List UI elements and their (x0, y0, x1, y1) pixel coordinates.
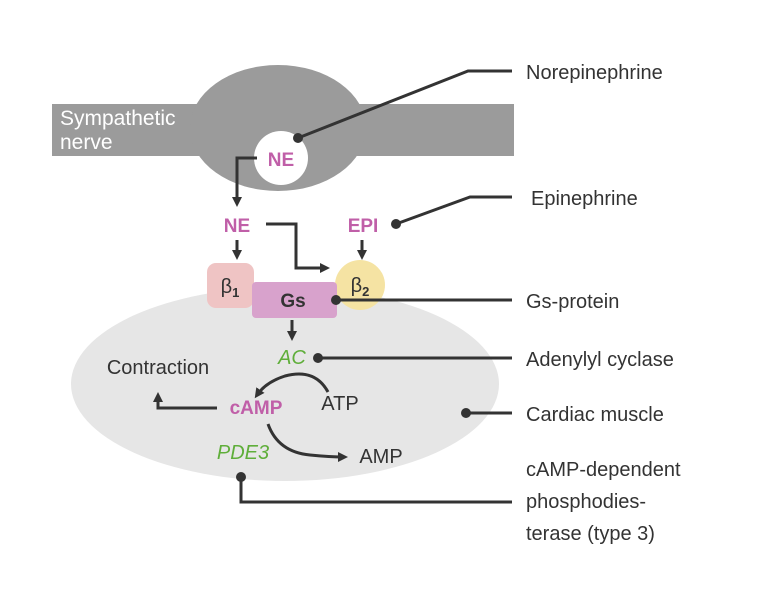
epinephrine-dot (391, 219, 401, 229)
pde-dot (236, 472, 246, 482)
amp-label: AMP (359, 446, 402, 468)
camp-to-amp-arrow (266, 423, 348, 462)
adenylyl-cyclase-dot (313, 353, 323, 363)
norepinephrine-dot (293, 133, 303, 143)
callout-dots (236, 133, 471, 482)
gs-protein-callout: Gs-protein (526, 291, 619, 313)
pde-callout-line2: phosphodies- (526, 491, 646, 513)
beta2-receptor (335, 260, 385, 310)
nerve-label-line1: Sympathetic (60, 107, 176, 130)
ne-to-beta2-arrow (266, 222, 330, 273)
callout-leaders (239, 69, 512, 504)
beta1-receptor (207, 263, 254, 308)
beta2-label: β2 (351, 275, 370, 299)
adenylyl-cyclase-callout: Adenylyl cyclase (526, 349, 674, 371)
gs-label: Gs (280, 291, 305, 312)
norepinephrine-callout: Norepinephrine (526, 62, 663, 84)
cardiac-muscle-callout: Cardiac muscle (526, 404, 664, 426)
ac-label: AC (277, 347, 306, 369)
epi-label: EPI (348, 216, 379, 237)
ne-vesicle (254, 131, 308, 185)
beta1-label: β1 (221, 276, 240, 300)
nerve-terminal (190, 65, 366, 191)
release-arrow (232, 156, 257, 207)
epinephrine-leader (395, 195, 512, 226)
cardiac-muscle-cell (71, 287, 499, 481)
gs-protein (252, 282, 337, 318)
cardiac-muscle-dot (461, 408, 471, 418)
pde-leader (239, 477, 512, 504)
pde-callout-line3: terase (type 3) (526, 523, 655, 545)
camp-label: cAMP (230, 398, 283, 419)
camp-to-contraction-arrow (153, 392, 217, 410)
atp-label: ATP (321, 393, 358, 415)
nerve-label-line2: nerve (60, 131, 113, 154)
vesicle-ne-label: NE (268, 150, 294, 171)
norepinephrine-leader (297, 69, 512, 140)
pde3-label: PDE3 (217, 442, 269, 464)
pde-callout-line1: cAMP-dependent (526, 459, 681, 481)
epinephrine-callout: Epinephrine (531, 188, 638, 210)
ne-label: NE (224, 216, 250, 237)
gs-protein-dot (331, 295, 341, 305)
contraction-label: Contraction (107, 357, 209, 379)
atp-to-camp-arrow (254, 372, 330, 399)
